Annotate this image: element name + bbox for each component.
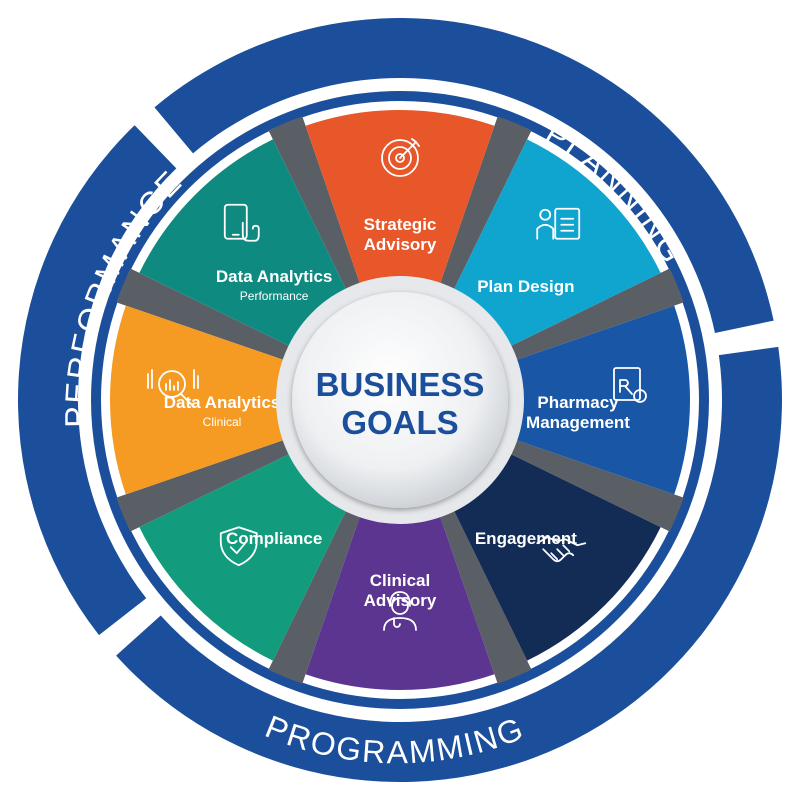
separator	[509, 268, 684, 361]
ring-arc-performance	[17, 125, 177, 636]
segment-title: Strategic	[364, 215, 437, 234]
segment-compliance[interactable]: Compliance	[139, 453, 347, 661]
magnifier-chart-icon	[147, 369, 199, 407]
segment-title: Data Analytics	[216, 267, 333, 286]
separator	[439, 509, 532, 684]
segment-title: Compliance	[226, 529, 322, 548]
handshake-icon	[536, 536, 587, 563]
separator	[509, 439, 684, 532]
separator	[116, 268, 291, 361]
center-title-line2: GOALS	[341, 404, 458, 441]
segment-shape	[305, 110, 495, 285]
segment-shape	[110, 305, 285, 495]
segment-shape	[453, 453, 661, 661]
ring-arc-planning	[154, 17, 774, 334]
segment-subtitle: Performance	[240, 289, 309, 303]
center-title-line1: BUSINESS	[316, 366, 485, 403]
segment-shape	[139, 453, 347, 661]
segment-title: Management	[526, 413, 630, 432]
segment-title: Pharmacy	[537, 393, 619, 412]
segment-separators	[116, 116, 684, 684]
tablet-touch-icon	[223, 203, 260, 242]
segment-subtitle: Clinical	[203, 415, 242, 429]
segment-shape	[305, 515, 495, 690]
separator	[268, 509, 361, 684]
separator	[268, 116, 361, 291]
separator	[116, 439, 291, 532]
segment-shape	[515, 305, 690, 495]
segment-title: Data Analytics	[164, 393, 281, 412]
prescription-icon	[613, 367, 647, 403]
target-icon	[381, 138, 420, 177]
center-circle	[292, 292, 508, 508]
segment-shape	[139, 139, 347, 347]
segment-plan-design[interactable]: Plan Design	[453, 139, 661, 347]
separator	[439, 116, 532, 291]
segment-title: Clinical	[370, 571, 430, 590]
segment-shape	[453, 139, 661, 347]
segment-title: Advisory	[364, 235, 437, 254]
segment-title: Engagement	[475, 529, 577, 548]
segment-engagement[interactable]: Engagement	[453, 453, 661, 661]
doctor-icon	[383, 591, 417, 631]
segment-title: Plan Design	[477, 277, 574, 296]
ring-arc-programming	[116, 346, 783, 783]
segment-title: Advisory	[364, 591, 437, 610]
clipboard-icon	[536, 207, 581, 240]
shield-check-icon	[219, 526, 258, 567]
inner-ring-band	[91, 91, 709, 709]
